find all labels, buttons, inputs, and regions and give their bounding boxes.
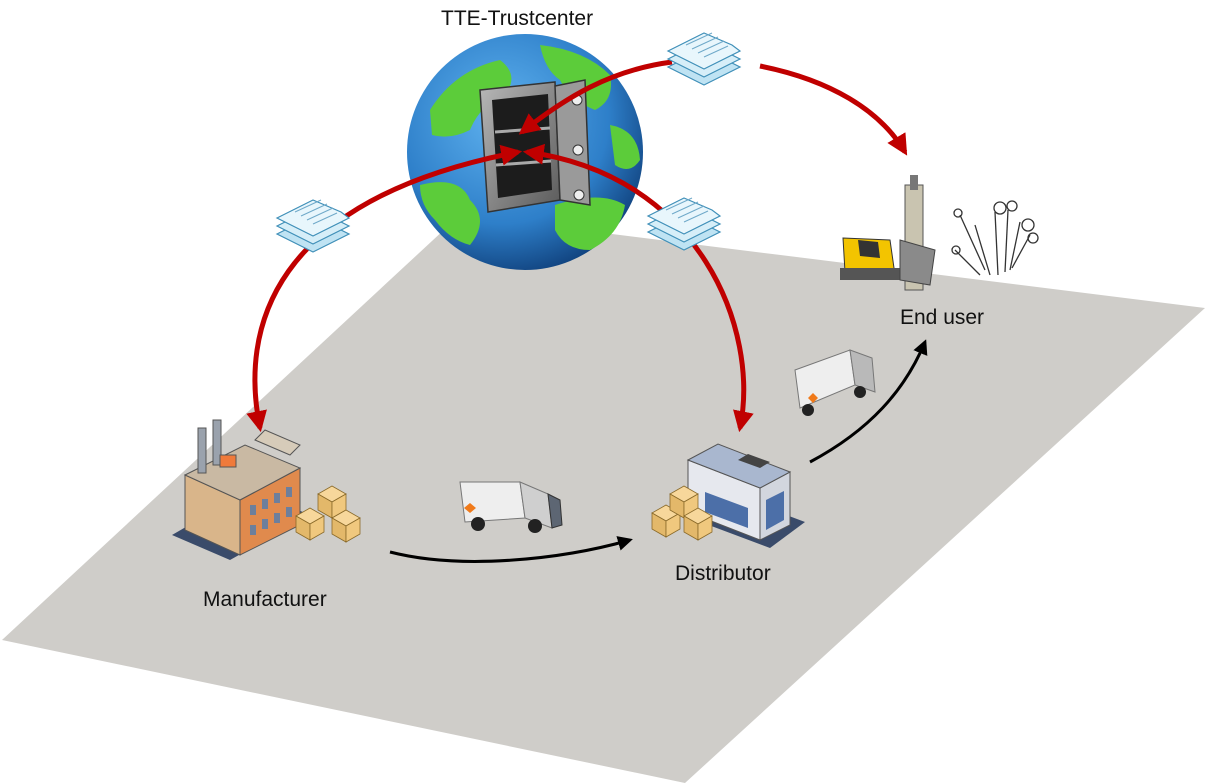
arrow-distributor-trustcenter: [522, 143, 754, 433]
end-user-label: End user: [900, 306, 985, 329]
truck-icon: [459, 481, 563, 533]
arrow-manufacturer-trustcenter: [246, 144, 523, 433]
arrow-trustcenter-to-enduser-right: [759, 63, 908, 156]
ground-plane: [2, 215, 1205, 783]
factory-icon: [172, 419, 310, 560]
truck-icon-2: [794, 349, 876, 416]
goods-flow-arrows: [389, 339, 928, 563]
arrow-distributor-enduser: [809, 339, 928, 464]
manufacturer-label: Manufacturer: [203, 588, 327, 611]
drilling-machine-icon: [840, 175, 936, 291]
globe-with-safe-icon: [407, 34, 643, 270]
arrow-manufacturer-distributor: [389, 536, 633, 563]
distributor-label: Distributor: [675, 562, 771, 585]
trustcenter-label: TTE-Trustcenter: [441, 7, 594, 30]
warehouse-icon: [686, 443, 805, 548]
data-flow-arrows: [246, 59, 908, 433]
rock-anchors-icon: [951, 200, 1039, 276]
arrow-trustcenter-to-enduser-left: [518, 59, 673, 135]
